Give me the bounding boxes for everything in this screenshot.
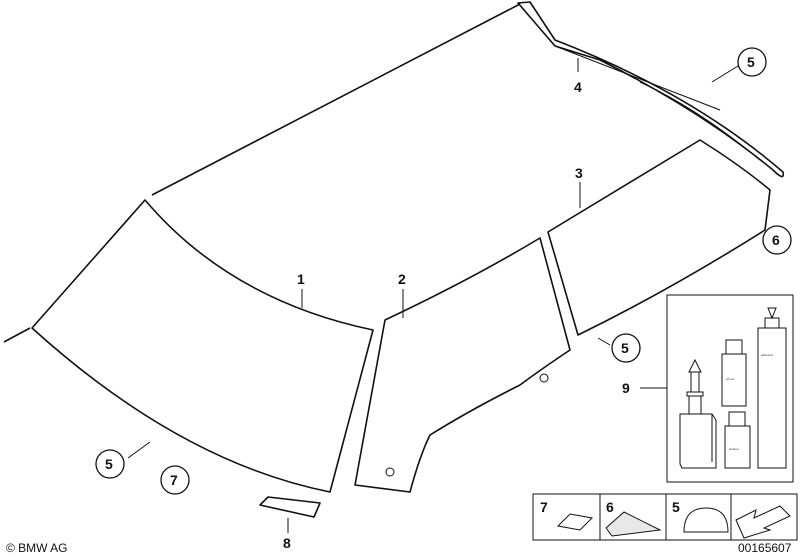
svg-text:5: 5	[105, 456, 113, 472]
legend-number-5: 5	[672, 499, 680, 515]
callout-5-rear: 5	[611, 333, 641, 363]
legend-number-7: 7	[540, 499, 548, 515]
callout-9: 9	[622, 380, 630, 396]
legend-strip: 7 6 5	[532, 493, 798, 541]
callout-5-top: 5	[737, 47, 767, 77]
callout-2: 2	[398, 271, 406, 287]
leader-lines	[127, 58, 739, 533]
callout-7: 7	[160, 465, 190, 495]
adhesive-cartridge-icon: adhesive	[757, 307, 787, 469]
windscreen-glass	[31, 199, 374, 493]
repair-kit-panel: primer cleaner adhesive	[666, 294, 794, 483]
triangular-foam-icon	[605, 511, 662, 537]
svg-text:5: 5	[621, 340, 629, 356]
svg-text:5: 5	[747, 54, 755, 70]
callout-4: 4	[574, 79, 582, 95]
flat-pad-icon	[556, 513, 594, 531]
svg-text:primer: primer	[726, 377, 735, 381]
callout-3: 3	[575, 165, 583, 181]
applicator-bottle-icon	[679, 358, 717, 469]
svg-text:cleaner: cleaner	[729, 447, 739, 451]
legend-number-6: 6	[606, 499, 614, 515]
callout-5-front: 5	[95, 449, 125, 479]
roof-outline	[3, 1, 785, 343]
part-id-label: 00165607	[738, 541, 792, 555]
callout-1: 1	[297, 271, 305, 287]
side-window-hole-top	[539, 373, 549, 383]
callout-6: 6	[762, 225, 792, 255]
arrow-icon	[735, 505, 791, 539]
svg-text:7: 7	[170, 472, 178, 488]
callout-8: 8	[283, 535, 291, 551]
dome-spacer-icon	[683, 507, 729, 533]
svg-text:6: 6	[772, 232, 780, 248]
adhesive-pad	[259, 496, 321, 518]
rear-window-glass	[547, 139, 771, 336]
primer-bottle-bottom-icon: cleaner	[724, 411, 751, 469]
side-window-glass	[354, 237, 571, 493]
svg-text:adhesive: adhesive	[761, 353, 773, 357]
primer-bottle-top-icon: primer	[721, 339, 747, 407]
side-window-hole-bottom	[385, 467, 395, 477]
copyright-label: © BMW AG	[6, 541, 68, 555]
